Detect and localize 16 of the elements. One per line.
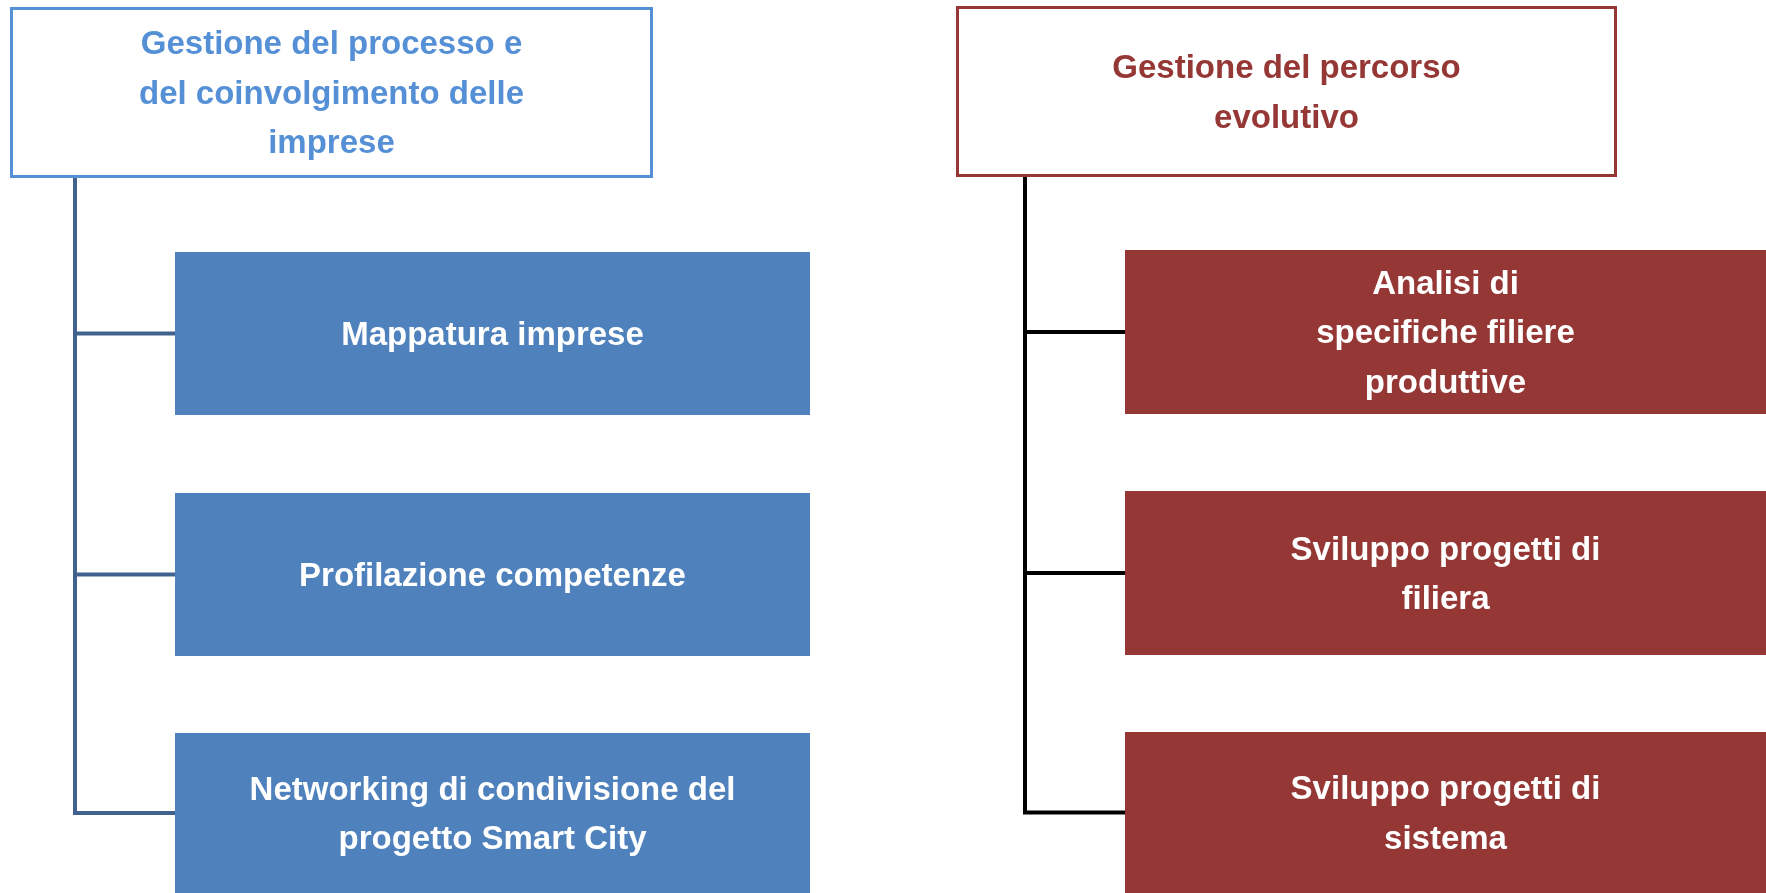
task-label: Sviluppo progetti di sistema <box>1289 768 1602 858</box>
task-box <box>175 493 810 656</box>
task-label: Profilazione competenze <box>299 554 686 595</box>
task-box <box>1125 732 1766 893</box>
heading-box <box>956 6 1617 177</box>
task-label: Sviluppo progetti di filiera <box>1289 528 1602 618</box>
task-box <box>175 733 810 893</box>
heading-text: Gestione del processo e del coinvolgimento delle imprese <box>137 23 526 163</box>
task-label: Analisi di specifiche filiere produttive <box>1315 262 1576 402</box>
task-box <box>1125 250 1766 414</box>
task-box <box>175 252 810 415</box>
task-label: Networking di condivisione del progetto Smart City <box>248 768 737 858</box>
task-label: Mappatura imprese <box>341 313 644 354</box>
heading-box <box>10 7 653 178</box>
task-box <box>1125 491 1766 655</box>
heading-text: Gestione del percorso evolutivo <box>1111 47 1462 137</box>
